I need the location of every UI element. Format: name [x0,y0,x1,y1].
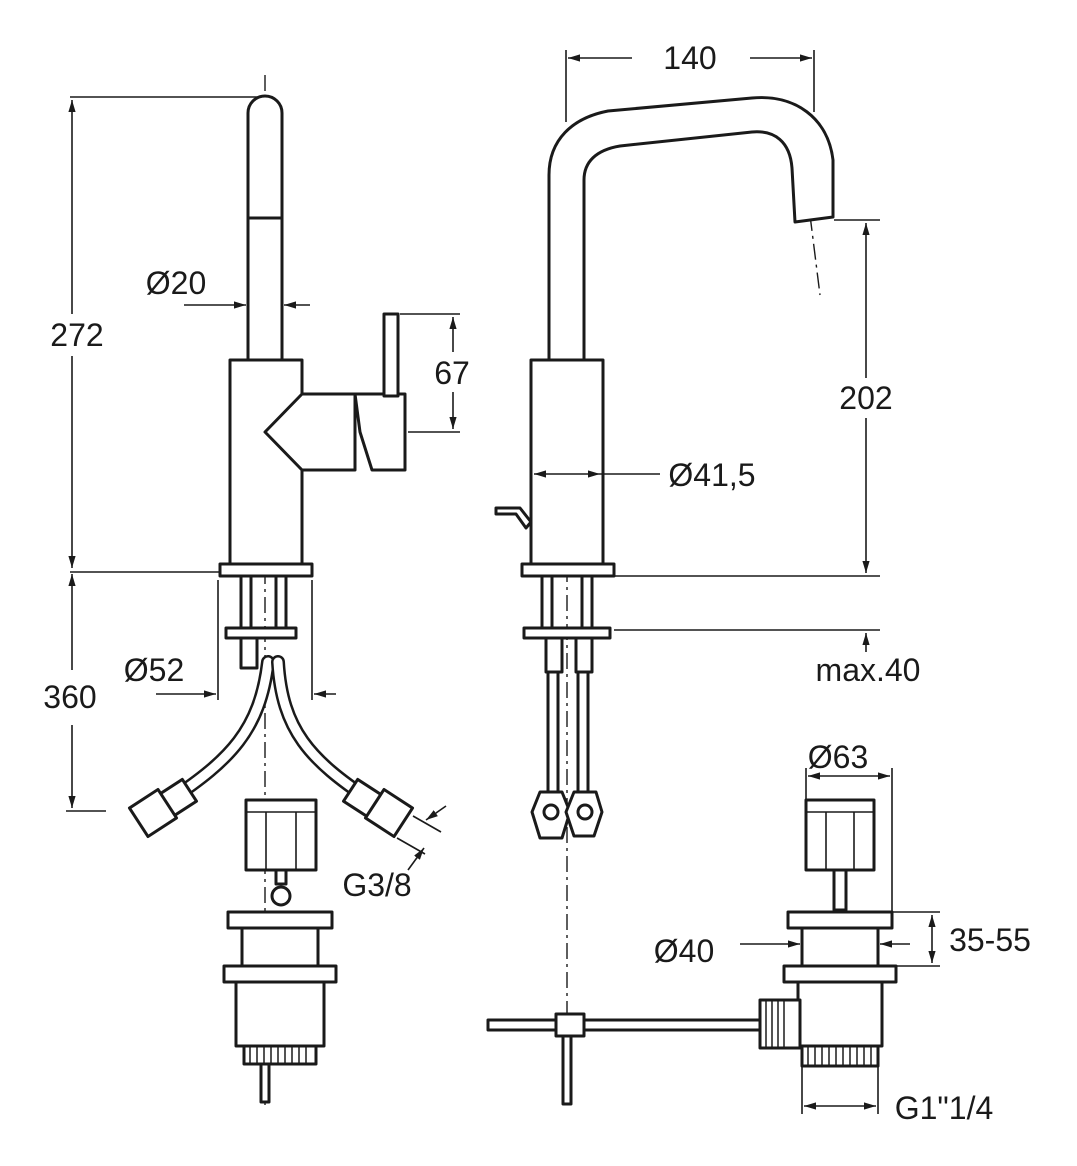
lever-stick [382,312,400,398]
dim-140-label: 140 [663,40,716,76]
waste-head [226,910,334,930]
dim-272-label: 272 [50,317,103,353]
dim-max40-label: max.40 [816,652,921,688]
waste-detail-view: Ø63 Ø40 35-55 G1"1/4 [654,739,1031,1126]
dim-d63-label: Ø63 [808,739,868,775]
dim-202-label: 202 [839,380,892,416]
dim-67-label: 67 [434,355,470,391]
waste-detail-head [786,910,894,930]
dim-d20-label: Ø20 [146,265,206,301]
rod-clamp [554,1012,586,1038]
mounting-nut [239,636,259,670]
dim-g38-label: G3/8 [342,867,411,903]
hose-left [163,655,275,807]
hose-fitting-right [342,777,415,839]
deck-flange [218,562,314,578]
popup-pivot [270,885,292,907]
dim-g114-label: G1"1/4 [895,1090,994,1126]
dim-360-label: 360 [43,679,96,715]
front-mounting-washer [522,626,612,640]
waste-detail-knob [804,798,876,872]
handle-cap [353,392,407,472]
front-deck-flange [520,562,616,578]
front-view: 140 202 Ø41,5 max.40 [486,40,921,1106]
popup-rod [259,1062,271,1104]
waste-thread [242,1044,318,1066]
handle-cone [263,392,357,472]
hose-fitting-left [127,777,198,839]
popup-horizontal-rod [486,1018,762,1032]
bent-spout [547,96,835,362]
mounting-rod-right [274,574,288,630]
dim-35-55-label: 35-55 [949,922,1031,958]
waste-collar [222,964,338,984]
dim-height-total [40,96,262,568]
side-view: 272 Ø20 67 360 Ø52 G3/8 [40,75,470,1105]
mixer-body [228,358,304,566]
waste-body [234,980,326,1048]
waste-detail-collar [782,964,898,984]
spout-pipe [246,94,284,362]
dim-d40-label: Ø40 [654,933,714,969]
dim-d415-label: Ø41,5 [668,457,755,493]
popup-knob [244,798,318,872]
waste-detail-body [796,980,884,1048]
waste-detail-thread [800,1044,880,1068]
dim-d52-label: Ø52 [124,652,184,688]
front-body [529,358,605,566]
front-hose-fittings [530,790,604,840]
mounting-washer [224,626,298,640]
popup-lever [494,506,533,530]
spout-outlet-axis [809,214,821,296]
